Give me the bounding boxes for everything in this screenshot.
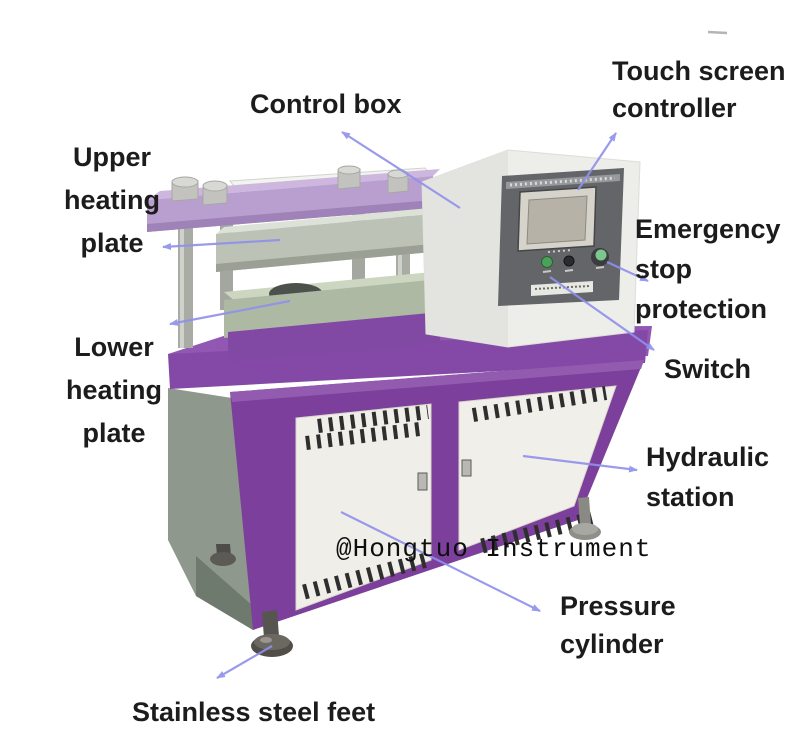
right-door-part: [458, 385, 617, 554]
vent-slats: [317, 405, 429, 433]
press-column-highlight: [398, 204, 402, 338]
leader-line-stainless-feet: [216, 645, 273, 679]
label-touch-screen-controller: Touch screen controller: [612, 56, 786, 123]
control-box-part: [421, 149, 641, 348]
cabinet-left-face: [168, 388, 253, 630]
button-label-marks: [542, 266, 605, 273]
vent-slats: [305, 422, 421, 450]
leader-line-hydraulic-station: [522, 454, 638, 473]
leader-line-control-box: [341, 131, 461, 209]
door-handle: [461, 459, 472, 477]
leader-line-emergency-stop: [606, 261, 649, 282]
lower-plate-support: [228, 312, 440, 362]
nameplate-text-marks: [534, 285, 590, 290]
foot-rear-left-part: [210, 544, 236, 566]
artifact-mark: [707, 30, 728, 35]
panel-nameplate: [531, 281, 593, 296]
control-knob-part: [563, 255, 575, 267]
switch-button-part: [541, 256, 553, 268]
leader-line-touch-screen: [577, 132, 617, 191]
cabinet-front-top-highlight: [230, 360, 644, 402]
label-control-box: Control box: [250, 89, 402, 119]
label-switch: Switch: [664, 354, 752, 384]
label-upper-heating-plate: Upper heating plate: [63, 142, 160, 258]
leader-line-switch: [549, 276, 655, 351]
vent-slats: [480, 511, 594, 554]
watermark-text: @Hongtuo Instrument: [336, 534, 652, 564]
label-pressure-cylinder: Pressure cylinder: [560, 591, 676, 659]
label-stainless-steel-feet: Stainless steel feet: [132, 697, 376, 727]
press-column-highlight: [180, 226, 184, 348]
leader-line-lower-plate: [169, 299, 291, 326]
panel-header-strip: [506, 174, 620, 189]
cabinet-part: [168, 326, 652, 657]
label-lower-heating-plate: Lower heating plate: [65, 332, 162, 448]
press-assembly: [147, 165, 444, 362]
emergency-button-part: [591, 248, 609, 266]
screen-caption-marks: [547, 249, 573, 253]
bolt-caps: [171, 165, 409, 206]
upper-heating-plate-part: [216, 207, 440, 272]
touch-screen-part: [517, 186, 597, 252]
label-emergency-stop-protection: Emergency stop protection: [635, 214, 781, 324]
leader-line-upper-plate: [162, 238, 281, 251]
foot-front-right-part: [569, 497, 601, 540]
cabinet-left-face-shadow: [196, 556, 253, 630]
lower-heating-plate-part: [224, 272, 444, 362]
leader-line-pressure-cylinder: [340, 511, 541, 612]
left-door-part: [295, 403, 432, 611]
label-hydraulic-station: Hydraulic station: [646, 442, 770, 512]
vent-slats: [471, 386, 608, 422]
door-handle: [417, 472, 428, 491]
